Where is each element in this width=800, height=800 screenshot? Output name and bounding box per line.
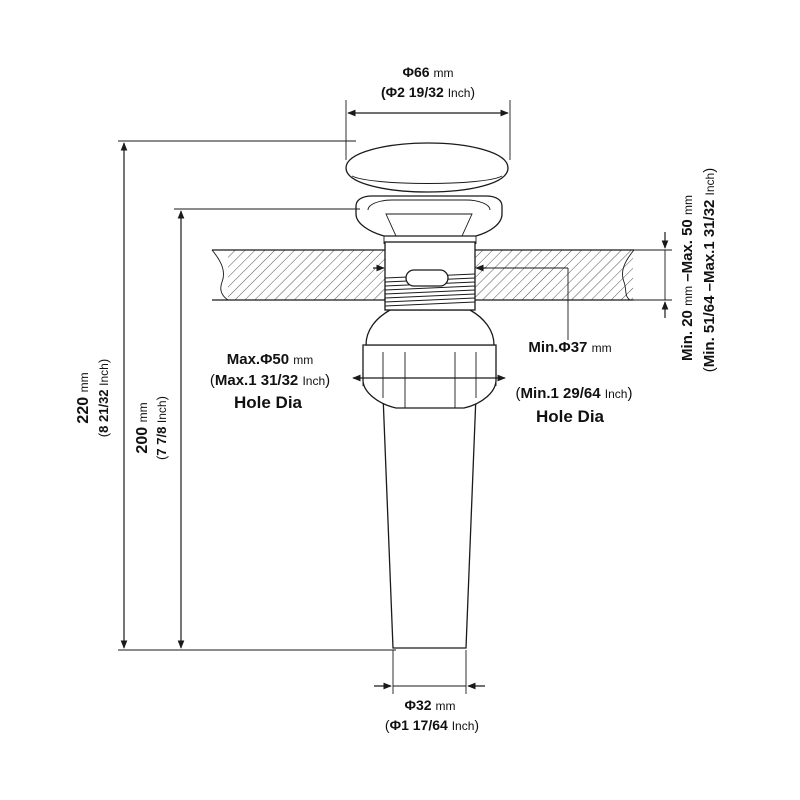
max-hole-inch: (Max.1 31/32 Inch) — [210, 372, 330, 389]
top-diameter-mm: Φ66 mm — [403, 64, 454, 80]
total-height-mm: 220 mm — [75, 372, 92, 423]
body-height-mm: 200 mm — [134, 402, 151, 453]
bottom-diameter-inch: (Φ1 17/64 Inch) — [385, 717, 479, 733]
thickness-mm: Min. 20 mm –Max. 50 mm — [679, 195, 696, 361]
drain-body — [345, 142, 509, 649]
max-hole-mm: Max.Φ50 mm — [227, 351, 314, 368]
thickness-dimension: Min. 20 mm –Max. 50 mm (Min. 51/64 –Max.… — [634, 168, 718, 372]
total-height-dimension: 220 mm (8 21/32 Inch) — [75, 140, 396, 651]
bottom-diameter-mm: Φ32 mm — [405, 697, 456, 713]
total-height-inch: (8 21/32 Inch) — [96, 359, 111, 437]
top-diameter-dimension: Φ66 mm (Φ2 19/32 Inch) — [345, 64, 511, 160]
top-diameter-inch: (Φ2 19/32 Inch) — [381, 84, 475, 100]
bottom-diameter-dimension: Φ32 mm (Φ1 17/64 Inch) — [374, 650, 485, 733]
body-height-inch: (7 7/8 Inch) — [154, 396, 169, 460]
pop-up-cap — [345, 142, 509, 193]
min-hole-caption: Hole Dia — [536, 407, 605, 426]
overflow-slot — [405, 269, 449, 287]
thickness-inch: (Min. 51/64 –Max.1 31/32 Inch) — [701, 168, 718, 372]
body-height-dimension: 200 mm (7 7/8 Inch) — [134, 208, 360, 649]
gasket-washer — [365, 309, 495, 346]
min-hole-dimension: Min.Φ37 mm (Min.1 29/64 Inch) Hole Dia — [373, 264, 633, 426]
min-hole-mm: Min.Φ37 mm — [528, 339, 611, 356]
max-hole-caption: Hole Dia — [234, 393, 303, 412]
min-hole-inch: (Min.1 29/64 Inch) — [516, 385, 633, 402]
max-hole-dimension: Max.Φ50 mm (Max.1 31/32 Inch) Hole Dia — [210, 351, 506, 412]
flange — [355, 195, 503, 237]
tail-pipe — [382, 394, 477, 649]
